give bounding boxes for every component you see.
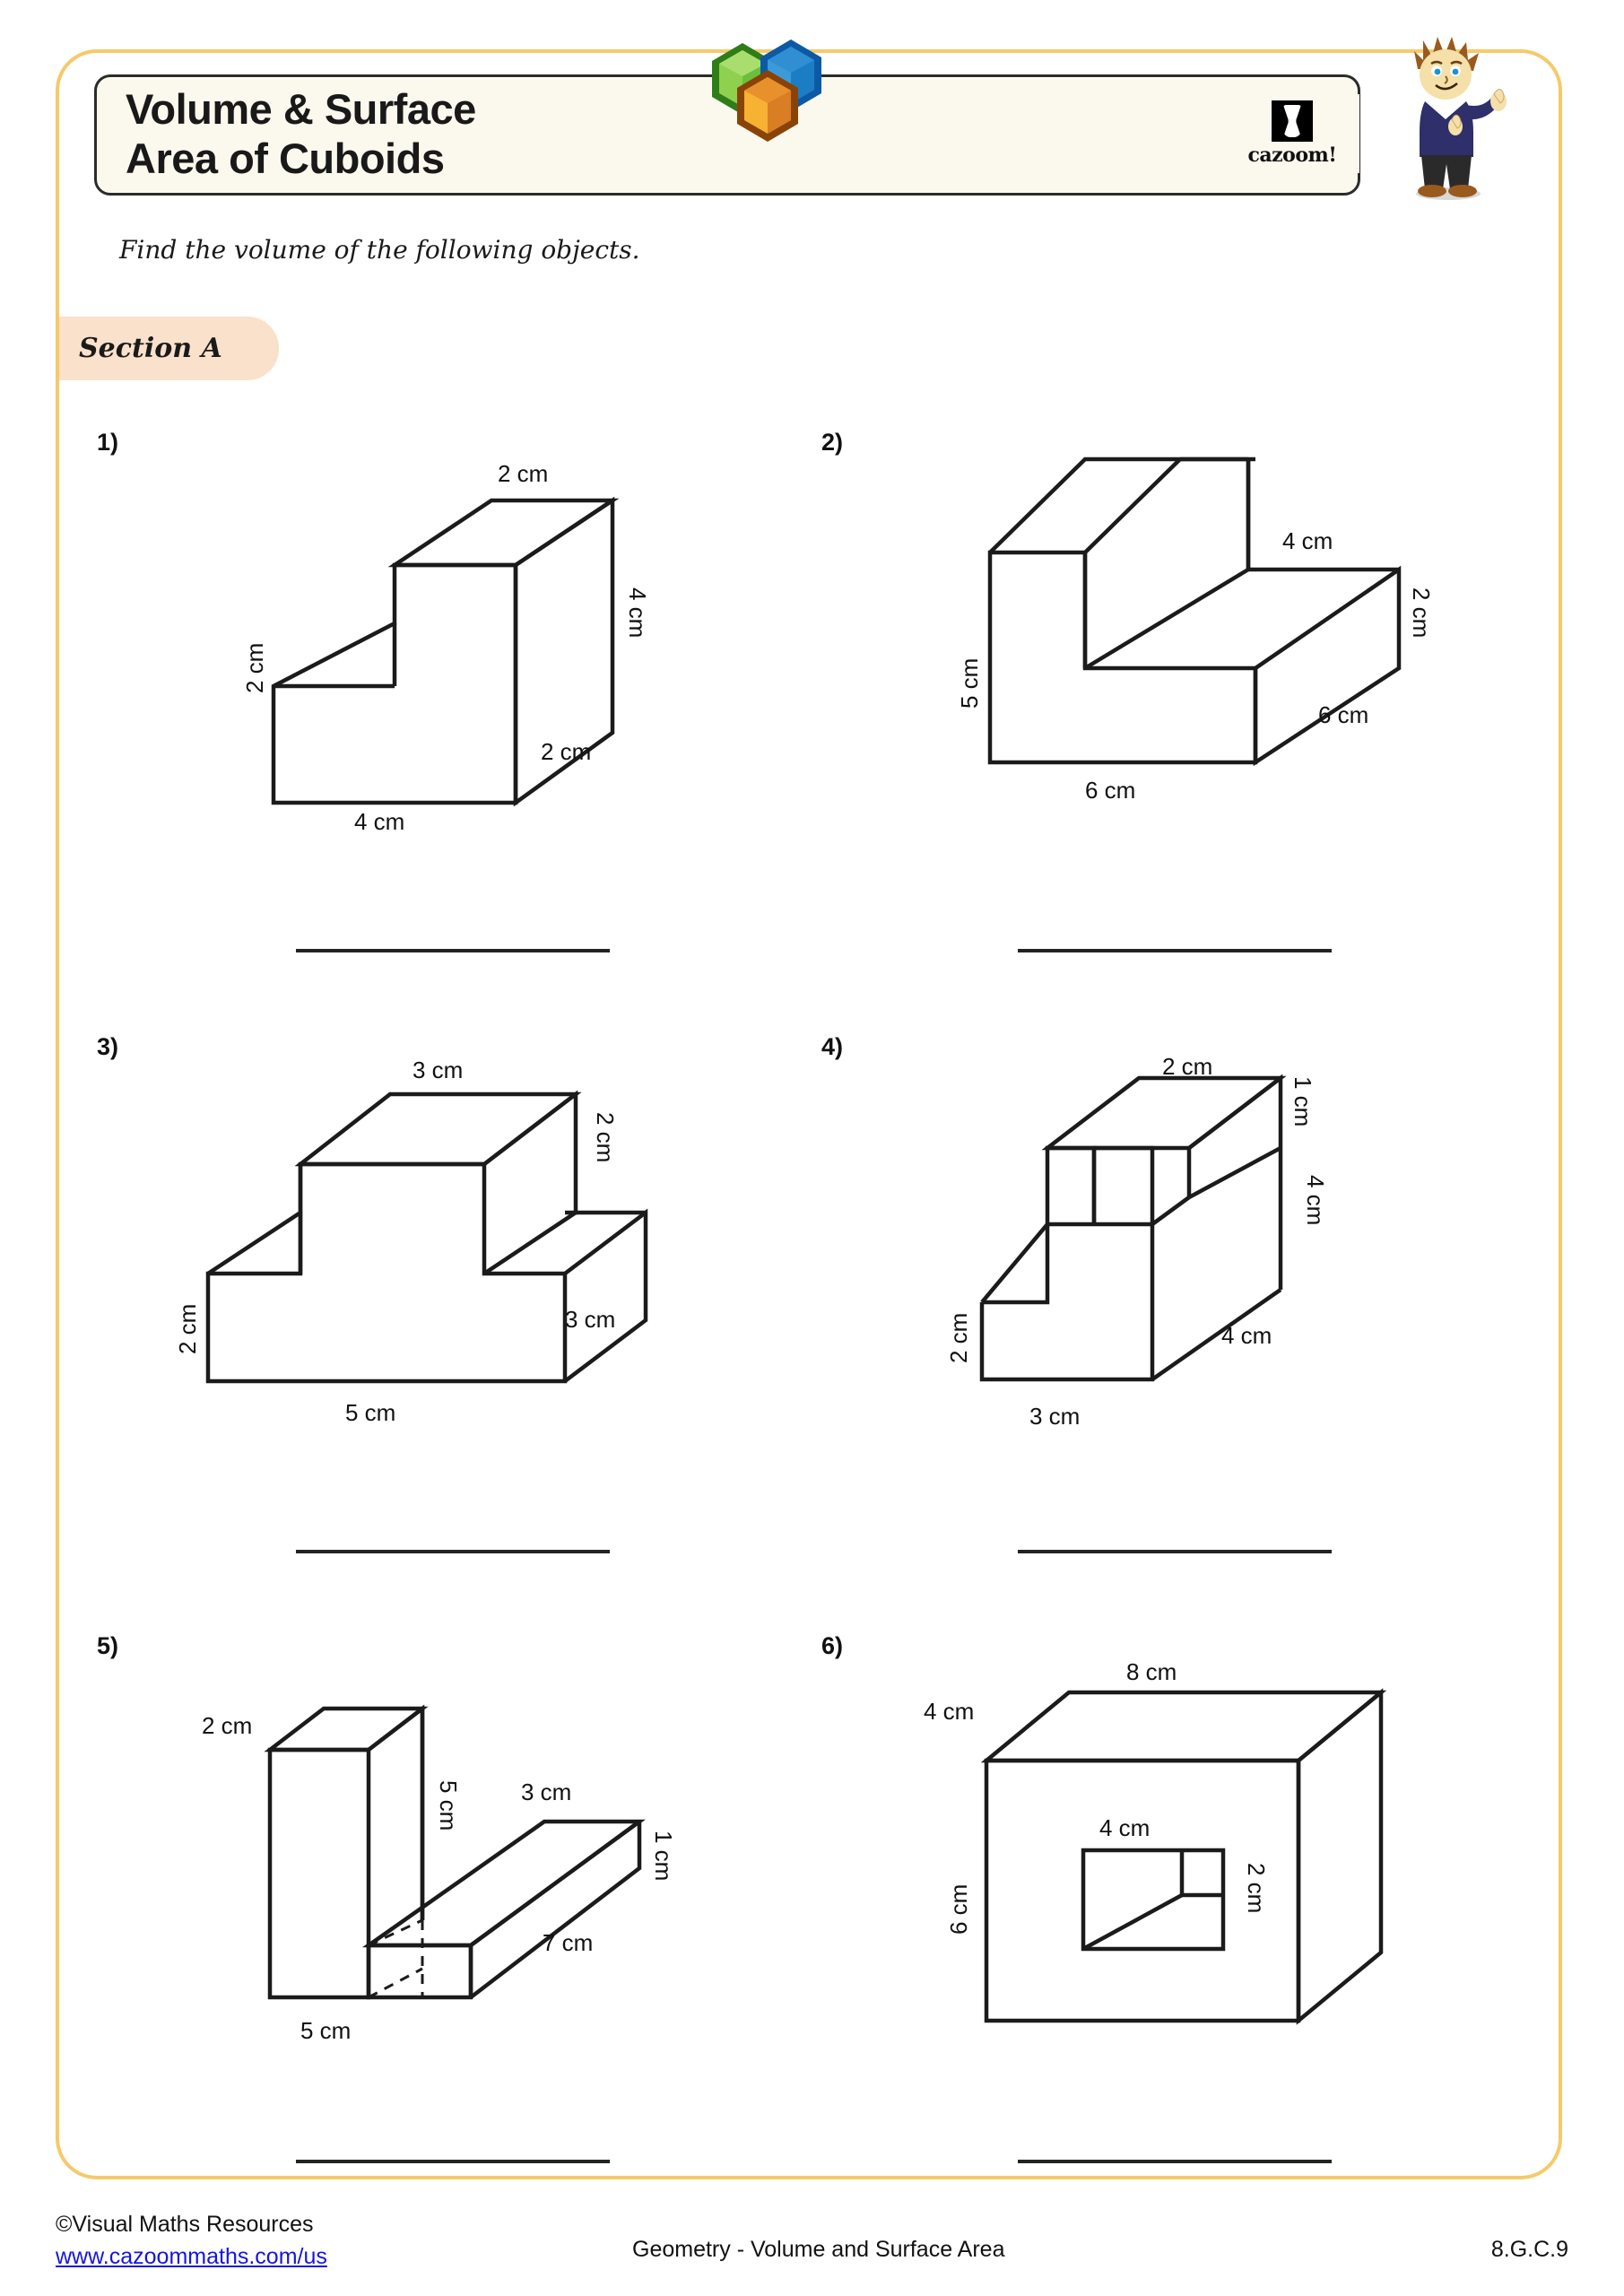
question-number-6: 6) [821, 1632, 844, 1659]
label-q1-left: 2 cm [241, 643, 268, 693]
label-q5-arm-right: 1 cm [650, 1831, 677, 1881]
answer-line-3[interactable] [296, 1550, 610, 1553]
label-q4-left: 2 cm [945, 1313, 972, 1363]
label-q6-hole-right: 2 cm [1243, 1863, 1270, 1913]
footer: ©Visual Maths Resources www.cazoommaths.… [0, 2208, 1624, 2296]
footer-standard-code: 8.G.C.9 [1490, 2237, 1568, 2262]
label-q3-bottom: 5 cm [345, 1399, 395, 1426]
question-number-2: 2) [821, 429, 844, 456]
three-cubes-icon [705, 34, 848, 146]
question-number-5: 5) [97, 1632, 119, 1659]
question-number-4: 4) [821, 1033, 844, 1060]
label-q6-left: 6 cm [945, 1884, 972, 1935]
label-q4-right: 4 cm [1302, 1175, 1329, 1225]
footer-copyright-block: ©Visual Maths Resources www.cazoommaths.… [56, 2208, 327, 2274]
label-q3-depth: 3 cm [565, 1306, 615, 1333]
label-q6-top: 8 cm [1126, 1658, 1177, 1685]
label-q1-top: 2 cm [498, 460, 548, 487]
label-q3-right: 2 cm [592, 1112, 619, 1162]
figure-q5: 2 cm 5 cm 3 cm 1 cm 7 cm 5 cm [193, 1664, 677, 2067]
question-number-3: 3) [97, 1033, 119, 1060]
answer-line-5[interactable] [296, 2160, 610, 2163]
section-badge: Section A [59, 317, 279, 380]
footer-copyright: ©Visual Maths Resources [56, 2212, 314, 2237]
figure-q2: 4 cm 5 cm 2 cm 6 cm 6 cm [951, 439, 1435, 825]
label-q2-right: 2 cm [1408, 587, 1435, 638]
label-q3-left: 2 cm [174, 1304, 201, 1354]
cazoom-logo: cazoom! [1225, 94, 1359, 173]
label-q5-vertical: 5 cm [435, 1780, 462, 1831]
label-q5-arm-top: 3 cm [521, 1779, 571, 1805]
label-q2-left: 5 cm [956, 658, 983, 709]
label-q2-top-right: 4 cm [1282, 527, 1333, 554]
label-q1-bottom: 4 cm [354, 808, 404, 835]
student-mascot-icon [1393, 31, 1507, 202]
figure-q3: 3 cm 2 cm 2 cm 3 cm 5 cm [170, 1057, 648, 1453]
instruction-text: Find the volume of the following objects… [119, 235, 640, 265]
label-q1-right: 4 cm [624, 587, 651, 638]
label-q2-depth: 6 cm [1318, 701, 1368, 728]
footer-topic: Geometry - Volume and Surface Area [632, 2237, 1005, 2262]
label-q1-depth: 2 cm [541, 738, 591, 765]
answer-line-4[interactable] [1018, 1550, 1332, 1553]
figure-q6: 8 cm 4 cm 6 cm 4 cm 2 cm [924, 1658, 1390, 2067]
label-q6-hole-top: 4 cm [1099, 1814, 1150, 1841]
label-q5-top-left: 2 cm [202, 1712, 252, 1739]
page-title: Volume & Surface Area of Cuboids [126, 85, 699, 184]
page-title-line-2: Area of Cuboids [126, 134, 445, 182]
label-q5-arm-depth: 7 cm [543, 1929, 593, 1956]
label-q5-bottom: 5 cm [300, 2017, 351, 2044]
label-q6-top-left: 4 cm [924, 1698, 974, 1725]
figure-q1: 2 cm 4 cm 2 cm 4 cm 2 cm [229, 444, 651, 835]
label-q3-top: 3 cm [413, 1057, 463, 1083]
label-q4-depth: 4 cm [1221, 1322, 1272, 1349]
cazoom-logo-text: cazoom! [1247, 144, 1337, 167]
footer-url-link[interactable]: www.cazoommaths.com/us [56, 2244, 327, 2270]
answer-line-2[interactable] [1018, 949, 1332, 952]
label-q4-top: 2 cm [1162, 1053, 1212, 1080]
question-number-1: 1) [97, 429, 119, 456]
answer-line-1[interactable] [296, 949, 610, 952]
page-title-line-1: Volume & Surface [126, 85, 476, 133]
label-q2-bottom: 6 cm [1085, 777, 1135, 804]
label-q4-top-right: 1 cm [1290, 1076, 1316, 1126]
figure-q4: 2 cm 1 cm 4 cm 4 cm 2 cm 3 cm [933, 1053, 1381, 1453]
answer-line-6[interactable] [1018, 2160, 1332, 2163]
section-badge-label: Section A [79, 333, 222, 364]
label-q4-bottom: 3 cm [1029, 1403, 1080, 1430]
hourglass-icon [1272, 100, 1313, 142]
